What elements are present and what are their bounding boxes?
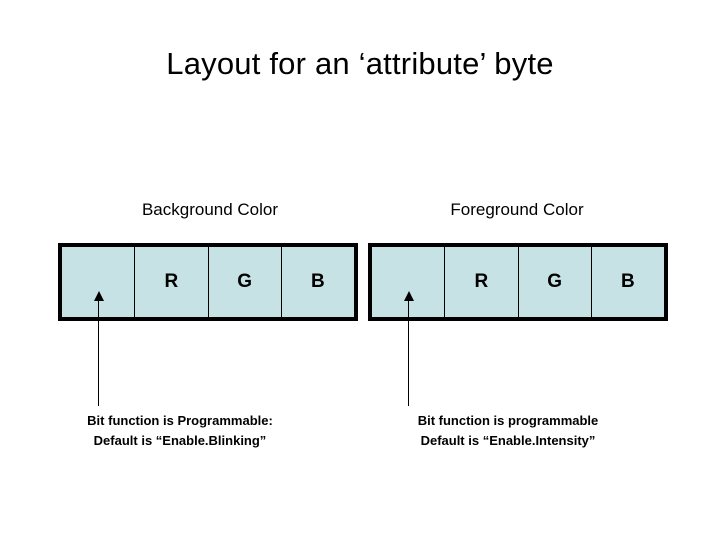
bit-cell-fg-0 <box>372 247 446 317</box>
background-bit-caption-line2: Default is “Enable.Blinking” <box>93 433 267 448</box>
foreground-color-label: Foreground Color <box>450 200 584 219</box>
bit-cell-bg-r: R <box>135 247 209 317</box>
background-bit-caption: Bit function is Programmable: Default is… <box>30 411 330 451</box>
callout-line-background <box>98 296 99 406</box>
bit-cell-bg-0 <box>62 247 136 317</box>
foreground-bit-caption-line1: Bit function is programmable <box>417 413 599 428</box>
foreground-bit-caption: Bit function is programmable Default is … <box>358 411 658 451</box>
bit-cell-bg-g: G <box>209 247 282 317</box>
background-color-label: Background Color <box>141 200 279 219</box>
foreground-bit-caption-line2: Default is “Enable.Intensity” <box>420 433 596 448</box>
arrow-up-icon-background <box>94 291 104 301</box>
page-title: Layout for an ‘attribute’ byte <box>166 46 554 81</box>
foreground-color-bit-group: R G B <box>368 243 668 321</box>
bit-cell-fg-b: B <box>621 271 635 292</box>
bit-cell-fg-r: R <box>445 247 519 317</box>
arrow-up-icon-foreground <box>404 291 414 301</box>
bit-cell-fg-g: G <box>519 247 592 317</box>
bit-cell-bg-b: B <box>311 271 325 292</box>
background-color-bit-group: R G B <box>58 243 358 321</box>
callout-line-foreground <box>408 296 409 406</box>
background-bit-caption-line1: Bit function is Programmable: <box>87 413 273 428</box>
